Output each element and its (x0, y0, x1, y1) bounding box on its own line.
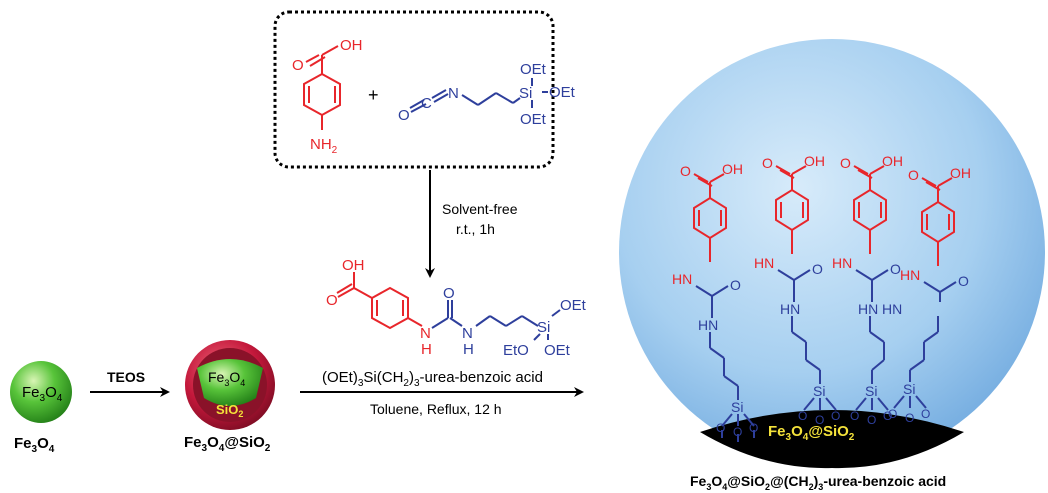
product-h-left: H (421, 341, 432, 358)
chain1-o-urea: O (730, 277, 741, 293)
chain1-hn: HN (672, 271, 692, 287)
product-oet-top: OEt (560, 297, 587, 314)
product-oet-bottom: OEt (544, 342, 571, 359)
chain3-o1: O (850, 409, 859, 423)
chain4-hn: HN (900, 267, 920, 283)
product-h-right: H (463, 341, 474, 358)
fe3o4-core (197, 359, 263, 406)
chain2-si: Si (813, 383, 825, 399)
iso-c-label: C (421, 95, 432, 112)
chain1-oh: OH (722, 161, 743, 177)
surface-base (700, 410, 964, 469)
iso-si-label: Si (519, 85, 532, 102)
chain4-si: Si (903, 381, 915, 397)
chain4-o3: O (921, 407, 930, 421)
chain1-hn-lower: HN (698, 317, 718, 333)
isocyanate-silane (409, 78, 548, 113)
product-oh-label: OH (342, 257, 365, 274)
chain3-si: Si (865, 383, 877, 399)
step1-condition-2: r.t., 1h (456, 221, 495, 237)
plus-sign: + (368, 85, 379, 105)
chain2-o3: O (831, 409, 840, 423)
chain3-o-urea: O (890, 261, 901, 277)
chain4-o2: O (905, 411, 914, 425)
chain1-o: O (680, 163, 691, 179)
chain2-o2: O (815, 413, 824, 427)
product-si-label: Si (537, 319, 550, 336)
product-benzoic-part (336, 272, 423, 330)
product-o-urea: O (443, 285, 455, 302)
chain2-oh: OH (804, 153, 825, 169)
final-product-caption: Fe3O4@SiO2@(CH2)3-urea-benzoic acid (690, 473, 946, 492)
grafted-chain-1: OH O HN O HN Si O O O (672, 161, 758, 442)
chain4-o-urea: O (958, 273, 969, 289)
chain1-o3: O (749, 421, 758, 435)
iso-oet-bottom: OEt (520, 111, 547, 128)
product-nh-left: N (420, 325, 431, 342)
chain1-o2: O (733, 425, 742, 439)
reagents-box (273, 10, 555, 169)
chain4-o: O (908, 167, 919, 183)
product-urea-part (431, 300, 561, 341)
grafted-chain-3: OH O HN O HN Si O O O (832, 153, 903, 427)
teos-label: TEOS (107, 369, 145, 385)
product-eto: EtO (503, 342, 529, 359)
core-fe3o4-label: Fe3O4 (208, 369, 245, 388)
step1-condition-1: Solvent-free (442, 201, 518, 217)
chain3-hn: HN (832, 255, 852, 271)
coreshell-caption: Fe3O4@SiO2 (184, 434, 271, 454)
chain3-o: O (840, 155, 851, 171)
fe3o4-particle (10, 361, 72, 423)
step2-reagent-formula: (OEt)3Si(CH2)3-urea-benzoic acid (322, 369, 543, 389)
acid-o-label: O (292, 57, 304, 74)
iso-n-label: N (448, 85, 459, 102)
chain2-hn: HN (754, 255, 774, 271)
aminobenzoic-acid (303, 45, 341, 130)
fe3o4-caption: Fe3O4 (14, 435, 55, 455)
chain2-hn-lower: HN (780, 301, 800, 317)
chain4-oh: OH (950, 165, 971, 181)
chain4-hn-lower: HN (882, 301, 902, 317)
chain1-si: Si (731, 399, 743, 415)
surface-label: Fe3O4@SiO2 (768, 423, 855, 443)
iso-oet-right: OEt (549, 84, 576, 101)
chain3-o3: O (883, 409, 892, 423)
functionalized-sphere (619, 39, 1045, 465)
product-o-label: O (326, 292, 338, 309)
iso-oet-top: OEt (520, 61, 547, 78)
step2-conditions: Toluene, Reflux, 12 h (370, 401, 502, 417)
chain1-o1: O (716, 421, 725, 435)
acid-oh-label: OH (340, 37, 363, 54)
chain3-oh: OH (882, 153, 903, 169)
chain3-o2: O (867, 413, 876, 427)
product-n-right: N (462, 325, 473, 342)
grafted-chain-2: OH O HN O HN Si O O O (754, 153, 840, 427)
chain4-o1: O (888, 407, 897, 421)
shell-sio2-label: SiO2 (216, 402, 243, 419)
amine-nh2-label: NH2 (310, 136, 338, 156)
iso-o-label: O (398, 107, 410, 124)
fe3o4-particle-label: Fe3O4 (22, 384, 63, 404)
chain2-o1: O (798, 409, 807, 423)
grafted-chain-4: OH O HN O HN Si O O O (882, 165, 971, 425)
chain2-o: O (762, 155, 773, 171)
chain3-hn-lower: HN (858, 301, 878, 317)
chain2-o-urea: O (812, 261, 823, 277)
